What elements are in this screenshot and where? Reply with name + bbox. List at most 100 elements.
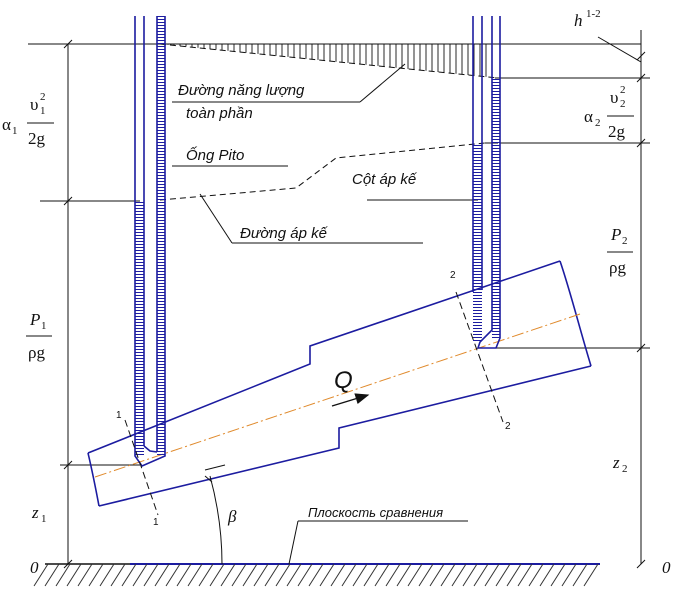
velocity-head-1: α 1 υ 2 1 2g (2, 91, 54, 148)
svg-text:1: 1 (12, 125, 18, 137)
ground-hatch-line (154, 563, 170, 587)
svg-text:2: 2 (622, 463, 628, 475)
datum-label-right: 0 (662, 558, 671, 577)
ground-hatch-line (418, 563, 434, 587)
svg-text:1-2: 1-2 (586, 8, 601, 20)
energy-line-label-2: toàn phần (186, 105, 253, 122)
svg-text:2g: 2g (28, 129, 46, 148)
angle-label: β (227, 507, 237, 526)
ground-hatch-line (66, 563, 82, 587)
svg-text:α: α (584, 107, 593, 126)
svg-text:1: 1 (41, 320, 47, 332)
ground-hatch-line (253, 563, 269, 587)
svg-text:ρg: ρg (28, 343, 45, 362)
ground-hatch-line (77, 563, 93, 587)
piezometer-tube (472, 16, 501, 349)
ground-hatch-line (319, 563, 335, 587)
ground-hatch-line (572, 563, 588, 587)
ground-hatch-line (198, 563, 214, 587)
datum-plane (33, 563, 600, 587)
comparison-plane-label: Плоскость сравнения (308, 505, 443, 520)
ground-hatch-line (561, 563, 577, 587)
svg-text:2: 2 (620, 84, 626, 96)
svg-text:2: 2 (622, 235, 628, 247)
energy-line-label: Đường năng lượng (178, 82, 305, 99)
pitot-tube (134, 16, 166, 467)
energy-line-region (159, 43, 641, 103)
ground-hatch-line (88, 563, 104, 587)
ground-hatch-line (308, 563, 324, 587)
ground-hatch-line (110, 563, 126, 587)
velocity-head-2: α 2 υ 2 2 2g (584, 84, 634, 141)
ground-hatch-line (275, 563, 291, 587)
ground-hatch-line (495, 563, 511, 587)
ground-hatch-line (187, 563, 203, 587)
ground-hatch-line (330, 563, 346, 587)
ground-hatch-line (407, 563, 423, 587)
ground-hatch-line (264, 563, 280, 587)
ground-hatch-line (374, 563, 390, 587)
pipe (87, 260, 592, 507)
svg-text:P: P (29, 310, 40, 329)
section-1-bottom: 1 (153, 517, 159, 528)
svg-text:1: 1 (40, 105, 46, 117)
ground-hatch-line (99, 563, 115, 587)
pressure-head-1: P 1 ρg (26, 310, 52, 362)
datum-label-left: 0 (30, 558, 39, 577)
head-loss-symbol: h 1-2 (574, 8, 601, 30)
ground-hatch-line (231, 563, 247, 587)
energy-loss-hatch (167, 44, 493, 78)
comparison-plane-leader (288, 520, 468, 565)
svg-text:z: z (31, 503, 39, 522)
piezometric-line-label: Đường áp kế (240, 225, 329, 242)
ground-hatch-line (583, 563, 599, 587)
section-1-top: 1 (116, 410, 122, 421)
left-dimension-line (28, 39, 160, 569)
ground-hatch-line (484, 563, 500, 587)
right-dimension-line (495, 30, 650, 569)
ground-hatch (33, 563, 599, 587)
ground-hatch-line (473, 563, 489, 587)
ground-hatch-line (242, 563, 258, 587)
svg-text:z: z (612, 453, 620, 472)
svg-text:υ: υ (610, 88, 618, 107)
ground-hatch-line (121, 563, 137, 587)
ground-hatch-line (220, 563, 236, 587)
ground-hatch-line (44, 563, 60, 587)
ground-hatch-line (429, 563, 445, 587)
ground-hatch-line (385, 563, 401, 587)
section-2-top: 2 (450, 270, 456, 281)
ground-hatch-line (440, 563, 456, 587)
ground-hatch-line (165, 563, 181, 587)
flow-label: Q (334, 367, 353, 394)
ground-hatch-line (33, 563, 49, 587)
ground-hatch-line (528, 563, 544, 587)
ground-hatch-line (506, 563, 522, 587)
elevation-2: z 2 (612, 453, 628, 475)
ground-hatch-line (297, 563, 313, 587)
ground-hatch-line (517, 563, 533, 587)
ground-hatch-line (363, 563, 379, 587)
section-lines (124, 291, 504, 516)
svg-text:1: 1 (41, 513, 47, 525)
svg-text:ρg: ρg (609, 258, 626, 277)
svg-text:2: 2 (595, 117, 601, 129)
ground-hatch-line (132, 563, 148, 587)
ground-hatch-line (55, 563, 71, 587)
elevation-1: z 1 (31, 503, 47, 525)
svg-text:2: 2 (40, 91, 46, 103)
ground-hatch-line (462, 563, 478, 587)
pressure-head-2: P 2 ρg (607, 225, 633, 277)
section-2-bottom: 2 (505, 421, 511, 432)
pipe-axis (94, 313, 581, 478)
svg-text:2: 2 (620, 98, 626, 110)
ground-hatch-line (539, 563, 555, 587)
svg-text:α: α (2, 115, 11, 134)
ground-hatch-line (352, 563, 368, 587)
ground-hatch-line (451, 563, 467, 587)
head-loss-leader (597, 36, 642, 63)
ground-hatch-line (176, 563, 192, 587)
svg-text:P: P (610, 225, 621, 244)
ground-hatch-line (209, 563, 225, 587)
